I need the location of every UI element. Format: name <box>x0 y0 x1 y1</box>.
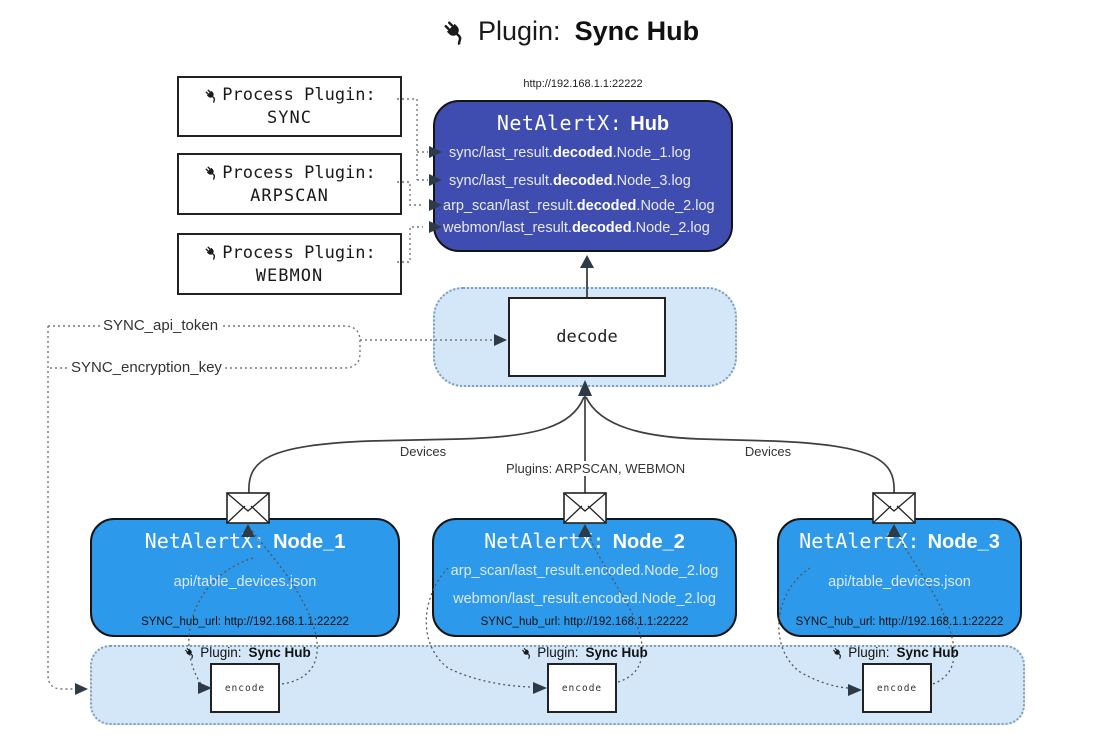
plugins-label-center: Plugins: ARPSCAN, WEBMON <box>502 461 685 476</box>
hub-title-name: Hub <box>630 113 670 135</box>
page-title: Plugin: Sync Hub <box>440 16 699 47</box>
process-plugin-box-sync: Process Plugin: SYNC <box>177 76 402 137</box>
plug-icon <box>203 164 220 181</box>
process-plugin-label: Process Plugin: <box>222 242 376 263</box>
page-title-prefix: Plugin: <box>478 16 561 46</box>
encoder-plugin-label: Plugin:Sync Hub <box>820 645 970 660</box>
process-plugin-name: WEBMON <box>255 265 324 286</box>
node-box-node-3: NetAlertX:Node_3 api/table_devices.json … <box>777 518 1022 637</box>
plug-icon <box>440 17 470 47</box>
devices-label-right: Devices <box>731 444 805 459</box>
plug-icon <box>203 244 220 261</box>
hub-box: NetAlertX: Hub sync/last_result.decoded.N… <box>433 100 733 252</box>
hub-log-line: sync/last_result.decoded.Node_1.log <box>449 145 691 161</box>
plug-icon <box>183 646 197 660</box>
devices-label-left: Devices <box>386 444 460 459</box>
node-title: NetAlertX:Node_3 <box>799 529 1000 553</box>
plug-icon <box>203 87 220 104</box>
process-plugin-box-arpscan: Process Plugin: ARPSCAN <box>177 153 402 215</box>
node-box-node-1: NetAlertX:Node_1 api/table_devices.json … <box>90 518 400 637</box>
hub-title-prefix: NetAlertX: <box>496 111 623 135</box>
page-title-name: Sync Hub <box>574 16 700 46</box>
node-title: NetAlertX:Node_1 <box>144 529 346 553</box>
encoder-plugin-label: Plugin:Sync Hub <box>509 645 659 660</box>
plug-icon <box>520 646 534 660</box>
encode-box: encode <box>862 663 932 713</box>
encode-box: encode <box>210 663 280 713</box>
process-plugin-name: ARPSCAN <box>250 185 329 206</box>
sync-api-token-label: SYNC_api_token <box>100 317 222 334</box>
node-file: webmon/last_result.encoded.Node_2.log <box>453 591 716 607</box>
plug-icon <box>831 646 845 660</box>
decode-box: decode <box>508 297 666 377</box>
hub-log-line: sync/last_result.decoded.Node_3.log <box>449 173 691 189</box>
process-plugin-label: Process Plugin: <box>222 162 376 183</box>
node-hub-url: SYNC_hub_url: http://192.168.1.1:22222 <box>480 616 689 628</box>
encode-box: encode <box>547 663 617 713</box>
node-hub-url: SYNC_hub_url: http://192.168.1.1:22222 <box>795 616 1004 628</box>
node-title: NetAlertX:Node_2 <box>484 529 685 553</box>
node-file: api/table_devices.json <box>828 574 971 590</box>
hub-log-line: arp_scan/last_result.decoded.Node_2.log <box>443 198 715 214</box>
node-file: api/table_devices.json <box>173 574 317 590</box>
hub-url: http://192.168.1.1:22222 <box>523 78 643 90</box>
hub-title: NetAlertX: Hub <box>435 111 731 136</box>
sync-encryption-key-label: SYNC_encryption_key <box>68 359 225 376</box>
process-plugin-box-webmon: Process Plugin: WEBMON <box>177 233 402 295</box>
node-box-node-2: NetAlertX:Node_2 arp_scan/last_result.en… <box>432 518 737 637</box>
process-plugin-label: Process Plugin: <box>222 85 376 105</box>
hub-log-line: webmon/last_result.decoded.Node_2.log <box>443 220 710 236</box>
node-hub-url: SYNC_hub_url: http://192.168.1.1:22222 <box>141 616 349 628</box>
process-plugin-name: SYNC <box>267 108 312 128</box>
encoder-plugin-label: Plugin:Sync Hub <box>172 645 322 660</box>
node-file: arp_scan/last_result.encoded.Node_2.log <box>450 563 719 579</box>
encode-strip-arrowhead <box>75 683 88 695</box>
